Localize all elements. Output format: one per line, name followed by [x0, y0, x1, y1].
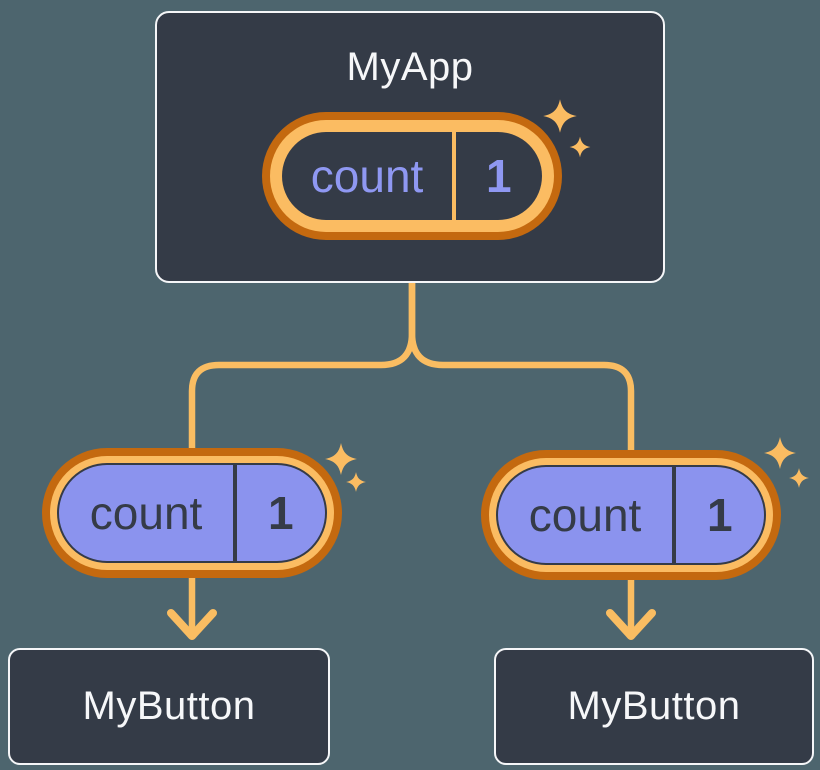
node-mybutton-right: MyButton	[494, 648, 814, 765]
state-pill-divider	[452, 132, 456, 220]
state-pill-ring: count 1	[50, 456, 334, 570]
state-pill-divider	[672, 467, 676, 563]
node-mybutton-label: MyButton	[567, 684, 741, 728]
edge-root-to-left-child	[188, 276, 416, 456]
state-pill-ring: count 1	[270, 120, 554, 232]
state-pill-divider	[233, 465, 237, 561]
state-pill-core: count 1	[282, 132, 542, 220]
state-name: count	[310, 150, 424, 202]
arrow-down-icon	[167, 609, 217, 640]
state-pill-core: count 1	[496, 465, 766, 565]
state-pill-ring: count 1	[489, 458, 773, 572]
sparkle-icon	[789, 468, 809, 488]
state-value: 1	[707, 489, 733, 541]
sparkle-icon	[764, 437, 796, 469]
state-pill-core: count 1	[57, 463, 327, 563]
sparkle-icon	[325, 443, 357, 475]
sparkle-icon	[346, 472, 366, 492]
arrow-down-icon	[606, 609, 656, 640]
state-pill-left-child: count 1	[42, 448, 342, 578]
state-value: 1	[486, 150, 512, 202]
state-value: 1	[268, 487, 294, 539]
node-myapp-label: MyApp	[346, 45, 474, 89]
state-pill-root: count 1	[262, 112, 562, 240]
node-mybutton-label: MyButton	[82, 684, 256, 728]
edge-root-to-right-child	[408, 276, 635, 456]
state-pill-right-child: count 1	[481, 450, 781, 580]
state-name: count	[89, 487, 203, 539]
state-name: count	[528, 489, 642, 541]
node-mybutton-left: MyButton	[8, 648, 330, 765]
